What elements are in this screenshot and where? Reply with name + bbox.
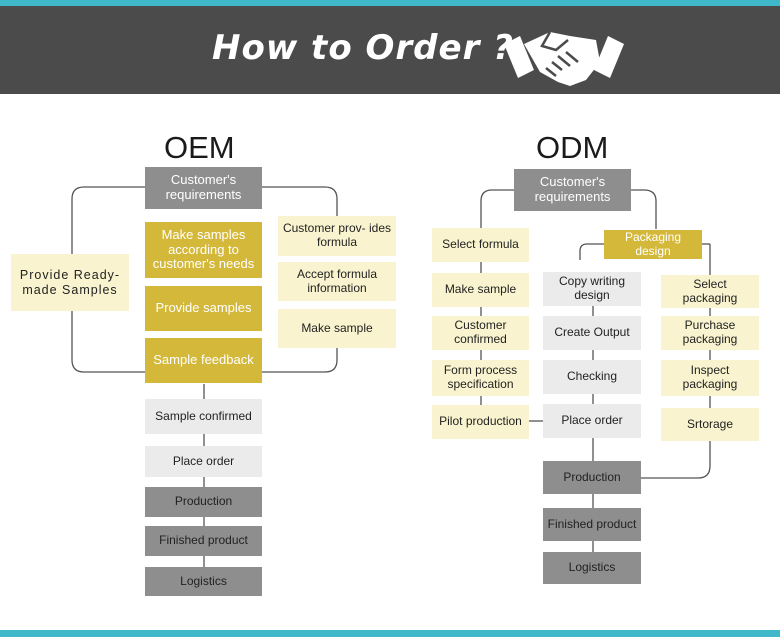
header-banner: How to Order ?	[0, 6, 780, 94]
odm-make-sample: Make sample	[432, 273, 529, 307]
odm-finished-product: Finished product	[543, 508, 641, 541]
bottom-accent-bar	[0, 630, 780, 637]
odm-place-order: Place order	[543, 404, 641, 438]
odm-inspect-packaging: Inspect packaging	[661, 360, 759, 396]
oem-sample-confirmed: Sample confirmed	[145, 399, 262, 434]
odm-production: Production	[543, 461, 641, 494]
page-title: How to Order ?	[212, 28, 514, 68]
top-accent-bar	[0, 0, 780, 6]
odm-select-formula: Select formula	[432, 228, 529, 262]
oem-make-sample: Make sample	[278, 309, 396, 348]
odm-form-process-specification: Form process specification	[432, 360, 529, 396]
odm-customer-requirements: Customer's requirements	[514, 169, 631, 211]
odm-checking: Checking	[543, 360, 641, 394]
oem-provide-samples: Provide samples	[145, 286, 262, 331]
oem-accept-formula-information: Accept formula information	[278, 262, 396, 301]
oem-place-order: Place order	[145, 446, 262, 477]
handshake-icon	[504, 31, 624, 86]
odm-logistics: Logistics	[543, 552, 641, 584]
oem-sample-feedback: Sample feedback	[145, 338, 262, 383]
odm-heading: ODM	[536, 130, 609, 165]
odm-packaging-design: Packaging design	[604, 230, 702, 259]
odm-pilot-production: Pilot production	[432, 405, 529, 439]
odm-purchase-packaging: Purchase packaging	[661, 316, 759, 350]
oem-make-samples: Make samples according to customer's nee…	[145, 222, 262, 278]
oem-heading: OEM	[164, 130, 235, 165]
oem-production: Production	[145, 487, 262, 517]
odm-copy-writing-design: Copy writing design	[543, 272, 641, 306]
oem-provide-ready-made-samples: Provide Ready-made Samples	[11, 254, 129, 311]
oem-customer-requirements: Customer's requirements	[145, 167, 262, 209]
odm-create-output: Create Output	[543, 316, 641, 350]
odm-storage: Srtorage	[661, 408, 759, 441]
oem-logistics: Logistics	[145, 567, 262, 596]
oem-finished-product: Finished product	[145, 526, 262, 556]
oem-customer-provides-formula: Customer prov- ides formula	[278, 216, 396, 256]
odm-customer-confirmed: Customer confirmed	[432, 316, 529, 350]
odm-select-packaging: Select packaging	[661, 275, 759, 308]
